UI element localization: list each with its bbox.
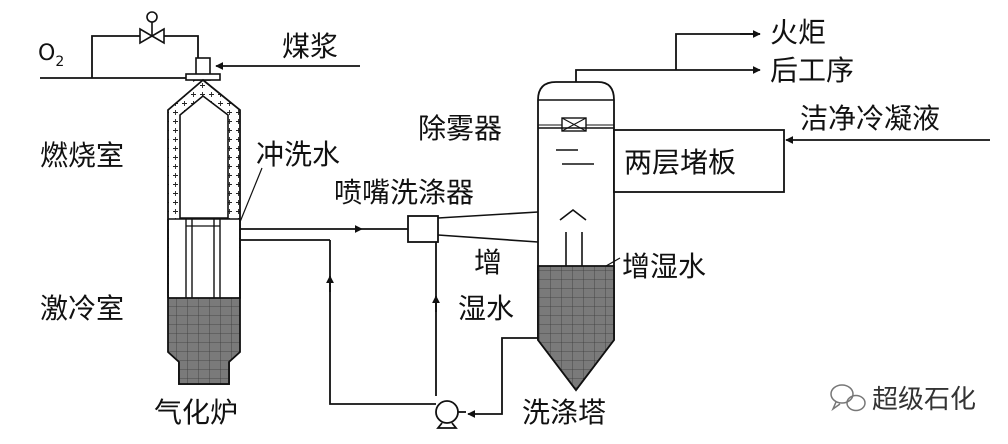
scrubbing-tower xyxy=(537,81,615,392)
pump-icon[interactable] xyxy=(435,400,466,429)
label-humidify-water-right: 增湿水 xyxy=(622,250,706,283)
pointer-flush-water xyxy=(239,167,263,223)
tower-liquid xyxy=(537,265,615,392)
tower-top-outlet xyxy=(575,30,761,82)
label-coal-slurry: 煤浆 xyxy=(282,30,338,63)
wechat-icon xyxy=(830,384,866,412)
label-humidify-water-left-2: 湿水 xyxy=(458,292,514,325)
label-clean-condensate: 洁净冷凝液 xyxy=(800,102,940,135)
label-o2: O2 xyxy=(38,41,64,70)
label-quench-chamber: 激冷室 xyxy=(40,292,124,325)
oxygen-bypass-line xyxy=(91,35,199,78)
nozzle-scrubber-box xyxy=(407,215,439,243)
label-demister: 除雾器 xyxy=(418,112,502,145)
label-flush-water: 冲洗水 xyxy=(256,138,340,171)
gasifier xyxy=(167,57,241,385)
label-two-layer-baffle: 两层堵板 xyxy=(624,146,736,179)
label-gasifier: 气化炉 xyxy=(154,396,238,429)
syngas-line xyxy=(240,225,408,241)
valve-icon[interactable] xyxy=(139,11,165,45)
flush-water-line xyxy=(326,240,436,405)
label-downstream: 后工序 xyxy=(770,54,854,87)
two-layer-baffle-box xyxy=(613,129,785,193)
humidify-water-line-right xyxy=(605,257,621,267)
scrubber-to-tower-line xyxy=(437,211,539,243)
label-scrubbing-tower: 洗涤塔 xyxy=(522,396,606,429)
pump-discharge-line xyxy=(467,337,538,418)
watermark-text: 超级石化 xyxy=(872,385,976,415)
label-humidify-water-left-1: 增 xyxy=(474,246,502,279)
label-combustion-chamber: 燃烧室 xyxy=(40,139,124,172)
label-flare: 火炬 xyxy=(770,16,826,49)
label-nozzle-scrubber: 喷嘴洗涤器 xyxy=(334,176,474,209)
quench-water xyxy=(167,297,241,385)
